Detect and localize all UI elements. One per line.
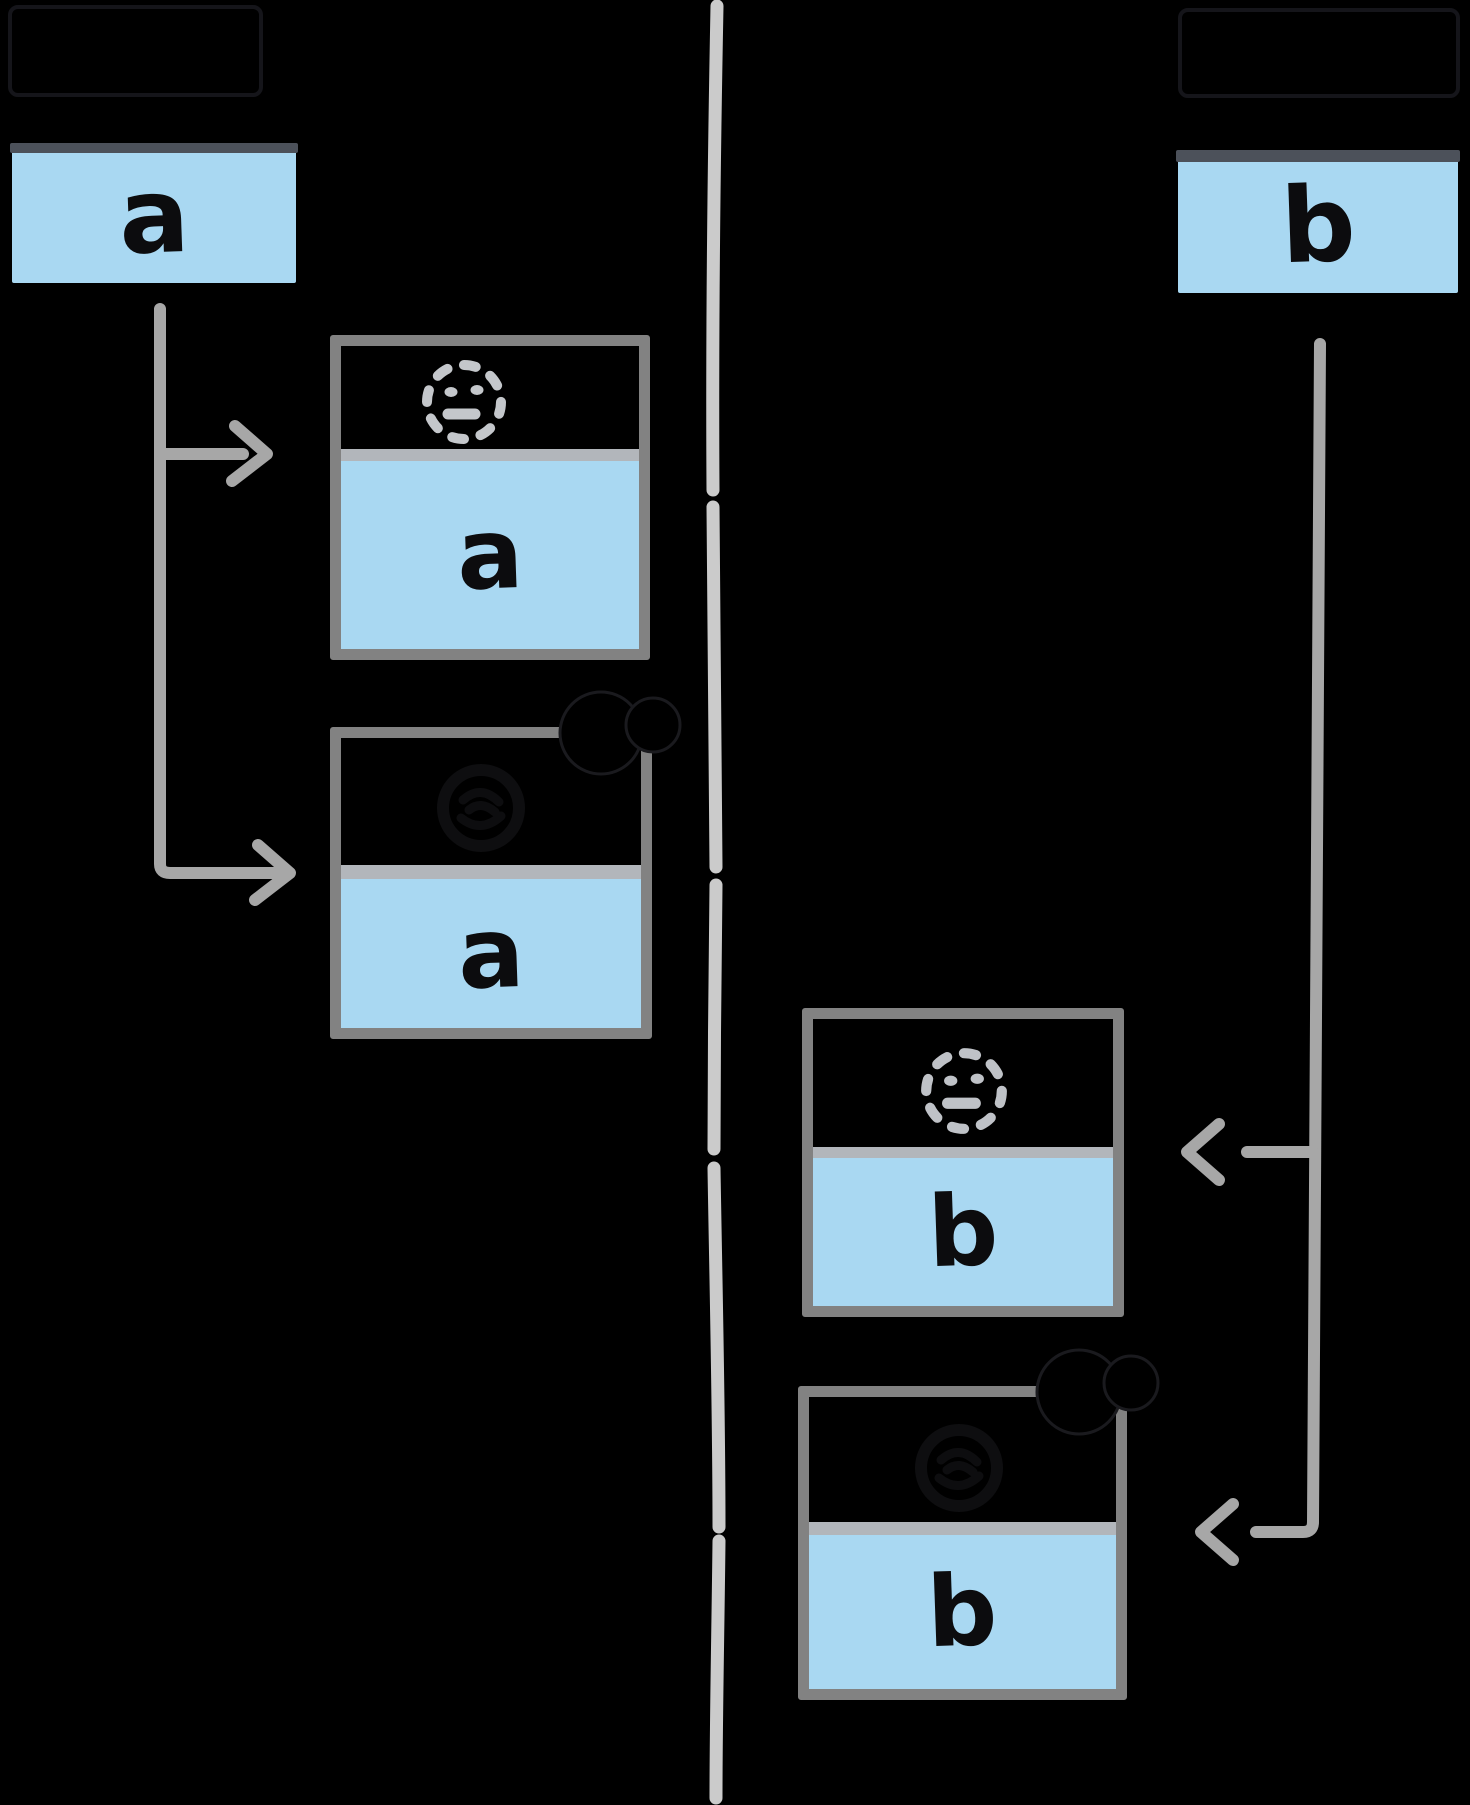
thread-box-b2: b	[798, 1386, 1127, 1700]
dashed-ghost-face-icon	[917, 1044, 1011, 1138]
branch-b-spine	[1250, 338, 1326, 1538]
thread-b1-dark-section	[813, 1019, 1113, 1147]
process-b-branch	[1181, 338, 1326, 1566]
arrowhead-to-thread-b1	[1181, 1118, 1225, 1186]
black-blob-badge-a2	[558, 690, 682, 776]
thread-a2-divider	[341, 865, 641, 879]
thread-b2-blue-section: b	[809, 1535, 1116, 1689]
kernel-line-seg-2	[706, 500, 723, 874]
process-b-titlebar	[1176, 150, 1460, 162]
kernel-line-seg-1	[706, 0, 724, 497]
hidden-scribble-face-icon	[433, 760, 529, 856]
thread-box-a1: a	[330, 335, 650, 660]
kernel-line-seg-4	[707, 1161, 726, 1534]
thread-b1-divider	[813, 1147, 1113, 1158]
arrowhead-to-thread-a2	[249, 839, 296, 906]
thread-box-b1: b	[802, 1008, 1124, 1317]
process-a-branch	[154, 303, 296, 906]
kernel-divider-line	[706, 0, 726, 1805]
dashed-ghost-face-icon	[418, 356, 510, 448]
process-b-label-box	[1178, 8, 1460, 98]
branch-a-spine	[154, 303, 286, 879]
thread-b2-divider	[809, 1522, 1116, 1535]
thread-a1-divider	[341, 449, 639, 461]
hidden-scribble-face-icon	[911, 1420, 1007, 1516]
arrowhead-to-thread-b2	[1195, 1498, 1239, 1566]
thread-a1-dark-section	[341, 346, 639, 449]
process-a-title-box: a	[10, 143, 298, 283]
process-a-label-box	[8, 5, 263, 97]
thread-b1-blue-section: b	[813, 1158, 1113, 1306]
kernel-line-seg-5	[709, 1534, 726, 1805]
black-blob-badge-b2	[1035, 1348, 1160, 1436]
thread-box-a2: a	[330, 727, 652, 1039]
thread-a2-blue-section: a	[341, 879, 641, 1028]
thread-a1-blue-section: a	[341, 461, 639, 649]
arrowhead-to-thread-a1	[226, 420, 273, 487]
process-a-titlebar	[10, 143, 298, 153]
kernel-line-seg-3	[707, 878, 723, 1156]
process-b-title-box: b	[1176, 150, 1460, 293]
